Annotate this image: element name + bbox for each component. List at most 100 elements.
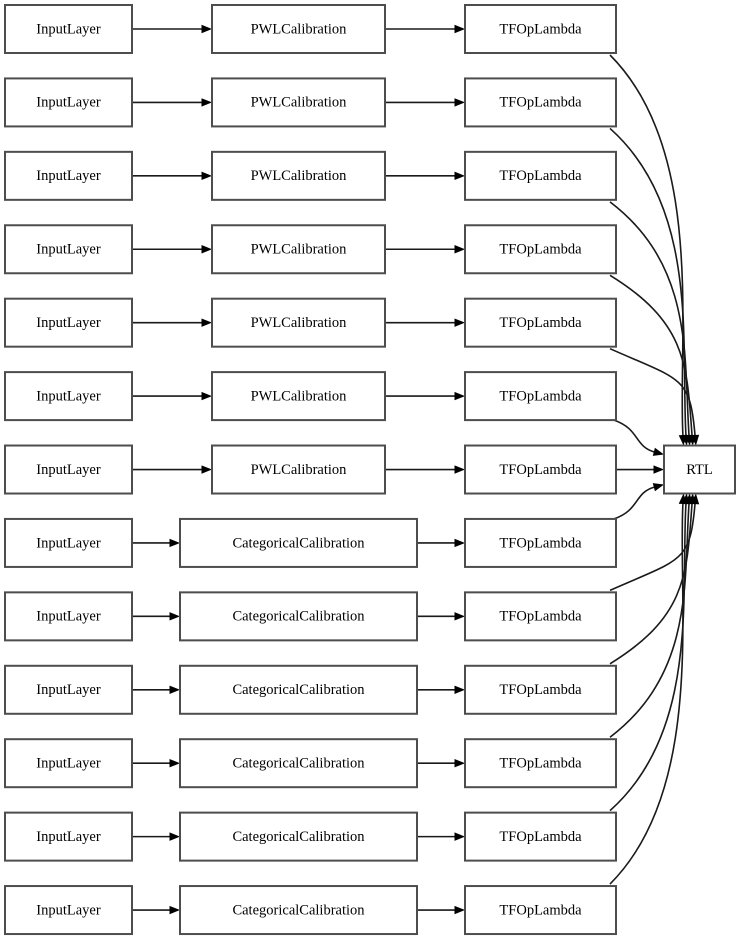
- node-pwl-calibration-6-label: PWLCalibration: [251, 388, 348, 404]
- node-input-layer-3[interactable]: InputLayer: [4, 150, 133, 201]
- node-categorical-calibration-8-box: [179, 517, 418, 568]
- node-tf-op-lambda-3[interactable]: TFOpLambda: [464, 150, 617, 201]
- edge-input-to-calibration-12-arrowhead: [169, 832, 180, 841]
- node-input-layer-2[interactable]: InputLayer: [4, 77, 133, 128]
- node-tf-op-lambda-10-label: TFOpLambda: [499, 682, 582, 698]
- node-input-layer-6[interactable]: InputLayer: [4, 371, 133, 422]
- node-pwl-calibration-7-box: [211, 444, 386, 495]
- node-categorical-calibration-11[interactable]: CategoricalCalibration: [179, 738, 418, 789]
- edge-input-to-calibration-9-arrowhead: [169, 612, 180, 621]
- node-tf-op-lambda-8[interactable]: TFOpLambda: [464, 517, 617, 568]
- node-input-layer-11-box: [4, 738, 133, 789]
- node-pwl-calibration-4-box: [211, 224, 386, 275]
- node-rtl-label: RTL: [686, 462, 713, 478]
- node-input-layer-1-label: InputLayer: [36, 21, 101, 37]
- edge-calibration-to-op-9-arrowhead: [454, 612, 465, 621]
- node-tf-op-lambda-4-box: [464, 224, 617, 275]
- node-tf-op-lambda-1-label: TFOpLambda: [499, 21, 582, 37]
- node-tf-op-lambda-11-box: [464, 738, 617, 789]
- node-input-layer-3-box: [4, 150, 133, 201]
- node-tf-op-lambda-4[interactable]: TFOpLambda: [464, 224, 617, 275]
- edge-op-to-rtl-13: [609, 502, 684, 885]
- node-tf-op-lambda-10[interactable]: TFOpLambda: [464, 664, 617, 715]
- edge-op-to-rtl-6: [613, 419, 656, 453]
- edge-calibration-to-op-1-arrowhead: [454, 24, 465, 34]
- node-tf-op-lambda-9-box: [464, 591, 617, 642]
- node-input-layer-8[interactable]: InputLayer: [4, 517, 133, 568]
- node-input-layer-4[interactable]: InputLayer: [4, 224, 133, 275]
- node-input-layer-13[interactable]: InputLayer: [4, 885, 133, 936]
- node-tf-op-lambda-13[interactable]: TFOpLambda: [464, 885, 617, 936]
- node-input-layer-5[interactable]: InputLayer: [4, 297, 133, 348]
- edge-input-to-calibration-6-arrowhead: [201, 391, 212, 401]
- node-tf-op-lambda-7[interactable]: TFOpLambda: [464, 444, 617, 495]
- edge-op-to-rtl-11: [609, 502, 690, 738]
- node-categorical-calibration-13-label: CategoricalCalibration: [232, 902, 365, 918]
- edge-op-to-rtl-4: [609, 274, 693, 437]
- node-pwl-calibration-3-label: PWLCalibration: [251, 168, 348, 184]
- node-tf-op-lambda-9-label: TFOpLambda: [499, 609, 582, 625]
- node-pwl-calibration-5-box: [211, 297, 386, 348]
- node-categorical-calibration-8[interactable]: CategoricalCalibration: [179, 517, 418, 568]
- node-tf-op-lambda-2-box: [464, 77, 617, 128]
- node-input-layer-1-box: [4, 4, 133, 54]
- node-tf-op-lambda-12-label: TFOpLambda: [499, 829, 582, 845]
- node-input-layer-5-box: [4, 297, 133, 348]
- node-tf-op-lambda-3-label: TFOpLambda: [499, 168, 582, 184]
- node-categorical-calibration-13[interactable]: CategoricalCalibration: [179, 885, 418, 936]
- node-rtl[interactable]: RTL: [663, 444, 736, 495]
- edge-op-to-rtl-10: [609, 502, 693, 665]
- node-categorical-calibration-8-label: CategoricalCalibration: [232, 535, 365, 551]
- node-tf-op-lambda-13-label: TFOpLambda: [499, 902, 582, 918]
- node-tf-op-lambda-11[interactable]: TFOpLambda: [464, 738, 617, 789]
- node-tf-op-lambda-6-box: [464, 371, 617, 422]
- node-tf-op-lambda-12-box: [464, 811, 617, 862]
- edge-input-to-calibration-10-arrowhead: [169, 685, 180, 694]
- node-input-layer-7-label: InputLayer: [36, 462, 101, 478]
- node-input-layer-8-label: InputLayer: [36, 535, 101, 551]
- edge-op-to-rtl-1: [609, 54, 684, 437]
- node-tf-op-lambda-7-label: TFOpLambda: [499, 462, 582, 478]
- edge-op-to-rtl-2: [609, 127, 687, 437]
- node-categorical-calibration-12[interactable]: CategoricalCalibration: [179, 811, 418, 862]
- node-pwl-calibration-5[interactable]: PWLCalibration: [211, 297, 386, 348]
- node-tf-op-lambda-8-box: [464, 517, 617, 568]
- node-pwl-calibration-1[interactable]: PWLCalibration: [211, 4, 386, 54]
- node-pwl-calibration-7[interactable]: PWLCalibration: [211, 444, 386, 495]
- edge-op-to-rtl-8: [613, 486, 656, 520]
- node-input-layer-10[interactable]: InputLayer: [4, 664, 133, 715]
- edge-op-to-rtl-3: [609, 201, 690, 437]
- node-tf-op-lambda-2[interactable]: TFOpLambda: [464, 77, 617, 128]
- node-input-layer-1[interactable]: InputLayer: [4, 4, 133, 54]
- node-tf-op-lambda-6[interactable]: TFOpLambda: [464, 371, 617, 422]
- edge-input-to-calibration-7-arrowhead: [201, 465, 212, 474]
- node-pwl-calibration-6[interactable]: PWLCalibration: [211, 371, 386, 422]
- node-input-layer-9[interactable]: InputLayer: [4, 591, 133, 642]
- node-categorical-calibration-11-box: [179, 738, 418, 789]
- node-input-layer-13-label: InputLayer: [36, 902, 101, 918]
- node-input-layer-12-label: InputLayer: [36, 829, 101, 845]
- node-pwl-calibration-2-box: [211, 77, 386, 128]
- node-input-layer-12[interactable]: InputLayer: [4, 811, 133, 862]
- edge-input-to-calibration-3-arrowhead: [201, 171, 212, 181]
- node-input-layer-11-label: InputLayer: [36, 756, 101, 772]
- node-tf-op-lambda-9[interactable]: TFOpLambda: [464, 591, 617, 642]
- node-tf-op-lambda-1[interactable]: TFOpLambda: [464, 4, 617, 54]
- node-input-layer-7[interactable]: InputLayer: [4, 444, 133, 495]
- node-pwl-calibration-2[interactable]: PWLCalibration: [211, 77, 386, 128]
- node-pwl-calibration-3[interactable]: PWLCalibration: [211, 150, 386, 201]
- node-pwl-calibration-6-box: [211, 371, 386, 422]
- node-pwl-calibration-4[interactable]: PWLCalibration: [211, 224, 386, 275]
- node-tf-op-lambda-5[interactable]: TFOpLambda: [464, 297, 617, 348]
- node-input-layer-9-box: [4, 591, 133, 642]
- node-tf-op-lambda-12[interactable]: TFOpLambda: [464, 811, 617, 862]
- node-categorical-calibration-10[interactable]: CategoricalCalibration: [179, 664, 418, 715]
- node-categorical-calibration-9-box: [179, 591, 418, 642]
- node-pwl-calibration-4-label: PWLCalibration: [251, 242, 348, 258]
- node-input-layer-11[interactable]: InputLayer: [4, 738, 133, 789]
- node-categorical-calibration-9[interactable]: CategoricalCalibration: [179, 591, 418, 642]
- edge-op-to-rtl-5-arrowhead: [690, 434, 700, 446]
- node-tf-op-lambda-8-label: TFOpLambda: [499, 535, 582, 551]
- edge-op-to-rtl-5: [609, 347, 696, 437]
